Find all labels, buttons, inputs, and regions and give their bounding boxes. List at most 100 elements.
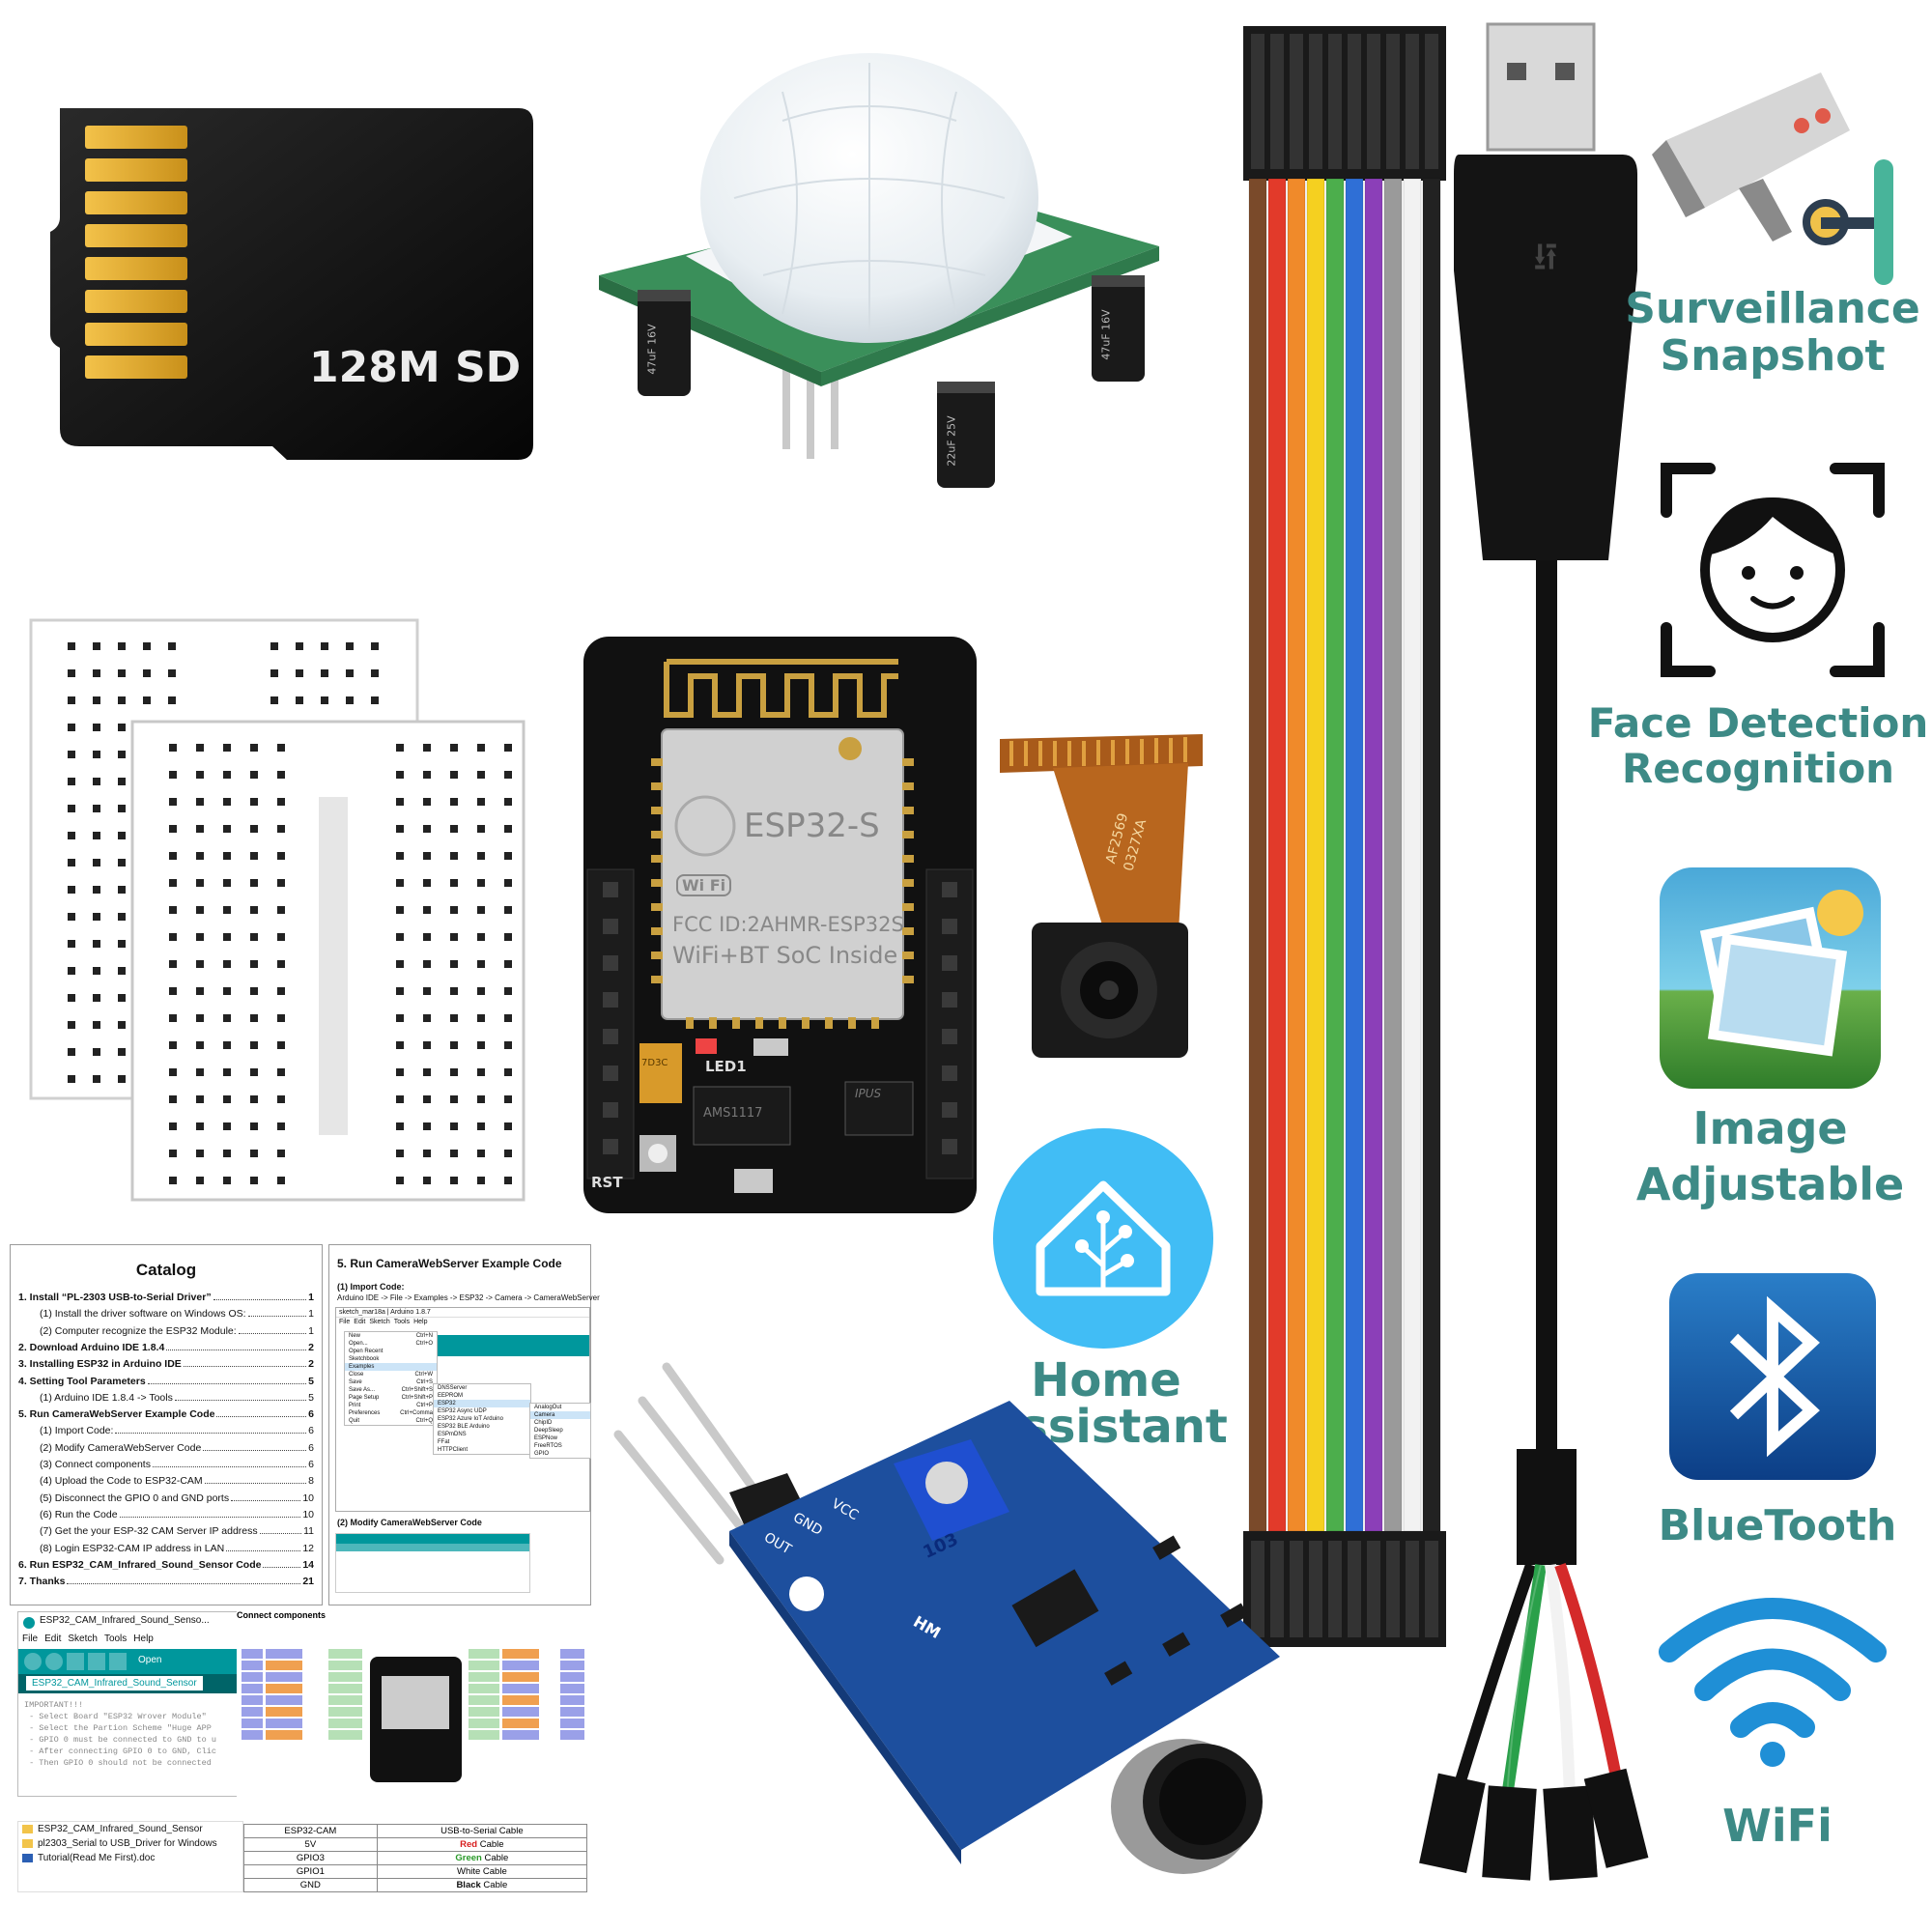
examples-menu-item[interactable]: ESP32 Azure IoT Arduino (438, 1416, 503, 1422)
code-line: - After connecting GPIO 0 to GND, Clic (24, 1747, 216, 1756)
code-line: - Select the Partion Scheme "Huge APP (24, 1723, 212, 1733)
esp32-soc-text: WiFi+BT SoC Inside (672, 942, 898, 969)
ide-menu-item[interactable]: File (339, 1319, 351, 1325)
file-item[interactable]: pl2303_Serial to USB_Driver for Windows (18, 1836, 242, 1851)
feature-surveillance-label: Surveillance Snapshot (1625, 284, 1920, 382)
sketch-menu-item[interactable]: Help (133, 1634, 154, 1644)
examples-menu-item[interactable]: FFat (438, 1439, 450, 1445)
sketch-menu-item[interactable]: File (22, 1634, 39, 1644)
esp32-menu-item[interactable]: ESPNow (534, 1435, 558, 1441)
file-menu-item[interactable]: Examples (345, 1363, 437, 1371)
new-button[interactable] (67, 1653, 84, 1670)
tutorial-step1: (1) Import Code: (337, 1282, 405, 1292)
examples-menu-item[interactable]: ESP32 BLE Arduino (438, 1424, 490, 1430)
save-button[interactable] (109, 1653, 127, 1670)
cctv-camera-icon (1647, 43, 1898, 285)
examples-menu-item[interactable]: ESP32 Async UDP (438, 1408, 487, 1414)
ide-menu-item[interactable]: Sketch (369, 1319, 390, 1325)
sketch-menu-item[interactable]: Sketch (68, 1634, 98, 1644)
esp32-menu-item[interactable]: FreeRTOS (534, 1443, 562, 1449)
arduino-sketch-window: ESP32_CAM_Infrared_Sound_Senso... File Ed… (17, 1611, 242, 1797)
sketch-tab[interactable]: ESP32_CAM_Infrared_Sound_Sensor (26, 1676, 203, 1690)
connect-components-diagram: Connect components (237, 1608, 589, 1811)
sketch-menu-item[interactable]: Edit (44, 1634, 62, 1644)
ide-menu-item[interactable]: Tools (393, 1319, 411, 1325)
examples-menu-item[interactable]: EEPROM (438, 1393, 464, 1399)
file-menu-item[interactable]: Open Recent (349, 1349, 384, 1354)
mini-breadboard-front (130, 720, 526, 1203)
examples-menu-item[interactable]: DNSServer (438, 1385, 468, 1391)
esp32-menu-item[interactable]: DeepSleep (534, 1428, 563, 1434)
esp32-regulator-text: AMS1117 (703, 1106, 763, 1121)
arduino-logo-icon (23, 1617, 35, 1629)
catalog-item: (7) Get the your ESP-32 CAM Server IP ad… (40, 1525, 314, 1538)
feature-bluetooth-label: BlueTooth (1658, 1501, 1897, 1550)
esp32-menu-item[interactable]: AnalogOut (534, 1405, 562, 1410)
esp32-menu-item[interactable]: ChipID (534, 1420, 553, 1426)
esp32-menu-item[interactable]: Camera (530, 1411, 590, 1419)
examples-menu-item[interactable]: ESPmDNS (438, 1432, 467, 1437)
file-menu-item[interactable]: Save As...Ctrl+Shift+S (349, 1387, 433, 1393)
ide-menu-item[interactable]: Edit (354, 1319, 366, 1325)
pir-capacitor-front-label: 22uF 25V (945, 415, 958, 467)
code-line: - Select Board "ESP32 Wrover Module" (24, 1712, 207, 1721)
catalog-item: 6. Run ESP32_CAM_Infrared_Sound_Sensor C… (18, 1558, 314, 1571)
esp32-led-label: LED1 (705, 1058, 747, 1075)
catalog-title: Catalog (135, 1261, 197, 1279)
file-item[interactable]: ESP32_CAM_Infrared_Sound_Sensor (18, 1822, 242, 1836)
open-label: Open (138, 1655, 162, 1665)
esp32-psram-text: IPUS (855, 1087, 882, 1100)
examples-menu-item[interactable]: ESP32 (434, 1400, 530, 1407)
code-editor-thumb (335, 1533, 530, 1593)
sd-card: 128M SD (41, 106, 538, 464)
sound-sensor-module: 103 VCC GND OUT HM (604, 1348, 1304, 1908)
ide-menu-item[interactable]: Help (413, 1319, 428, 1325)
esp32-fcc-id: FCC ID:2AHMR-ESP32S (672, 913, 904, 936)
catalog-page: Catalog 1. Install “PL-2303 USB-to-Seria… (10, 1244, 323, 1605)
verify-button[interactable] (24, 1653, 42, 1670)
tutorial-step1-path: Arduino IDE -> File -> Examples -> ESP32… (337, 1293, 600, 1302)
file-menu-item[interactable]: Sketchbook (349, 1356, 380, 1362)
wiring-header-esp: ESP32-CAM (243, 1824, 378, 1838)
file-item[interactable]: Tutorial(Read Me First).doc (18, 1851, 242, 1865)
open-button[interactable] (88, 1653, 105, 1670)
esp32-menu-item[interactable]: GPIO (534, 1451, 550, 1457)
file-menu-item[interactable]: Open...Ctrl+O (349, 1341, 433, 1347)
sketch-menu-item[interactable]: Tools (103, 1634, 128, 1644)
folder-icon (22, 1839, 33, 1848)
sd-card-label: 128M SD (309, 343, 522, 392)
dupont-jumper-wires (1241, 24, 1449, 1647)
sketch-toolbar: Open (18, 1649, 241, 1674)
code-line: - GPIO 0 must be connected to GND to u (24, 1735, 216, 1745)
upload-button[interactable] (45, 1653, 63, 1670)
feature-wifi-label: WiFi (1722, 1800, 1833, 1852)
catalog-item: (1) Import Code:6 (40, 1425, 314, 1437)
arduino-ide-title: sketch_mar18a | Arduino 1.8.7 (336, 1308, 589, 1318)
sketch-menubar: File Edit Sketch Tools Help (22, 1634, 154, 1644)
sketch-window-title: ESP32_CAM_Infrared_Sound_Senso... (40, 1615, 210, 1626)
pir-motion-sensor: 47uF 16V 47uF 16V 22uF 25V (589, 53, 1169, 536)
examples-menu-item[interactable]: HTTPClient (438, 1447, 469, 1453)
pir-capacitor-right-label: 47uF 16V (1099, 309, 1113, 360)
